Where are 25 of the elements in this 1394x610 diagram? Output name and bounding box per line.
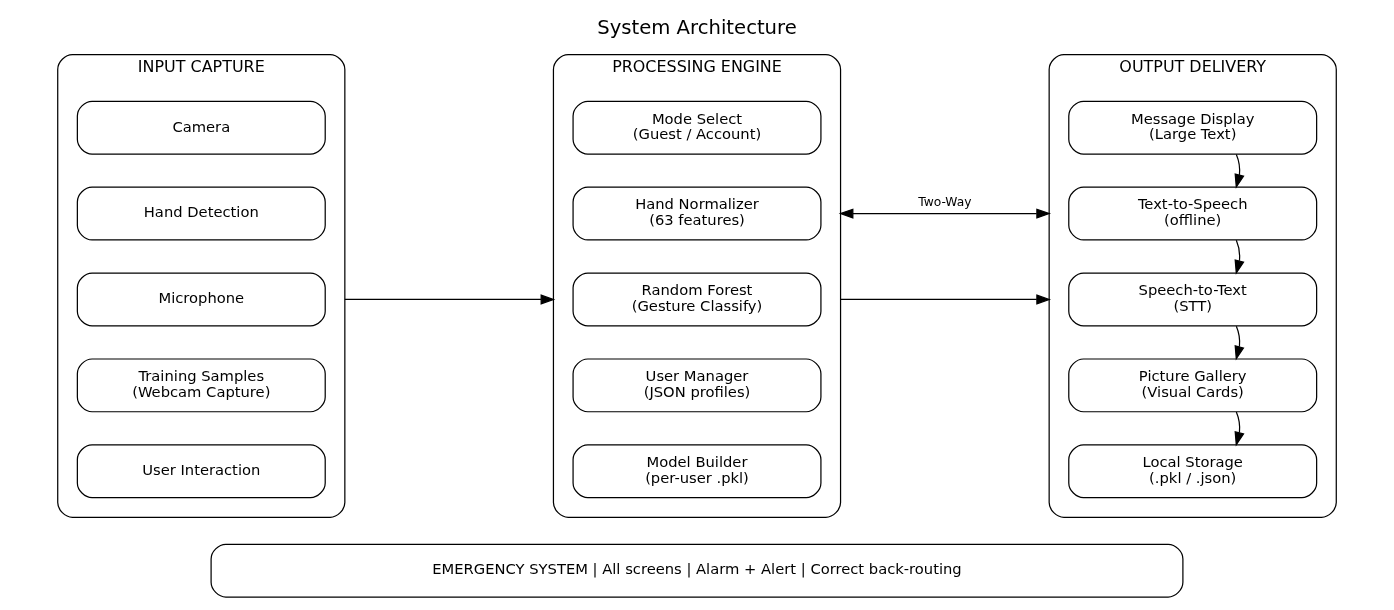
node-box: EMERGENCY SYSTEM | All screens | Alarm + Alert | Correct back-routing xyxy=(210,543,1184,598)
node-box: Mode Select (Guest / Account) xyxy=(572,100,822,155)
diagram-title: System Architecture xyxy=(597,15,797,39)
node-box: Picture Gallery (Visual Cards) xyxy=(1068,358,1318,413)
arrow xyxy=(1234,153,1245,189)
arrow xyxy=(838,208,1051,219)
arrow xyxy=(1234,239,1245,275)
node-box: Microphone xyxy=(76,272,326,327)
node-box: Camera xyxy=(76,100,326,155)
arrow xyxy=(839,294,1051,305)
arrow xyxy=(344,294,556,305)
node-box: User Interaction xyxy=(76,444,326,499)
node-box: Message Display (Large Text) xyxy=(1068,100,1318,155)
node-box: Model Builder (per-user .pkl) xyxy=(572,444,822,499)
node-box: Random Forest (Gesture Classify) xyxy=(572,272,822,327)
node-box: Training Samples (Webcam Capture) xyxy=(76,358,326,413)
node-box: Hand Normalizer (63 features) xyxy=(572,186,822,241)
node-box: Text-to-Speech (offline) xyxy=(1068,186,1318,241)
node-box: Hand Detection xyxy=(76,186,326,241)
node-box: User Manager (JSON profiles) xyxy=(572,358,822,413)
arrow xyxy=(1234,325,1245,361)
edge-label: Two-Way xyxy=(918,195,972,210)
arrow xyxy=(1234,411,1245,447)
node-box: Speech-to-Text (STT) xyxy=(1068,272,1318,327)
node-box: Local Storage (.pkl / .json) xyxy=(1068,444,1318,499)
